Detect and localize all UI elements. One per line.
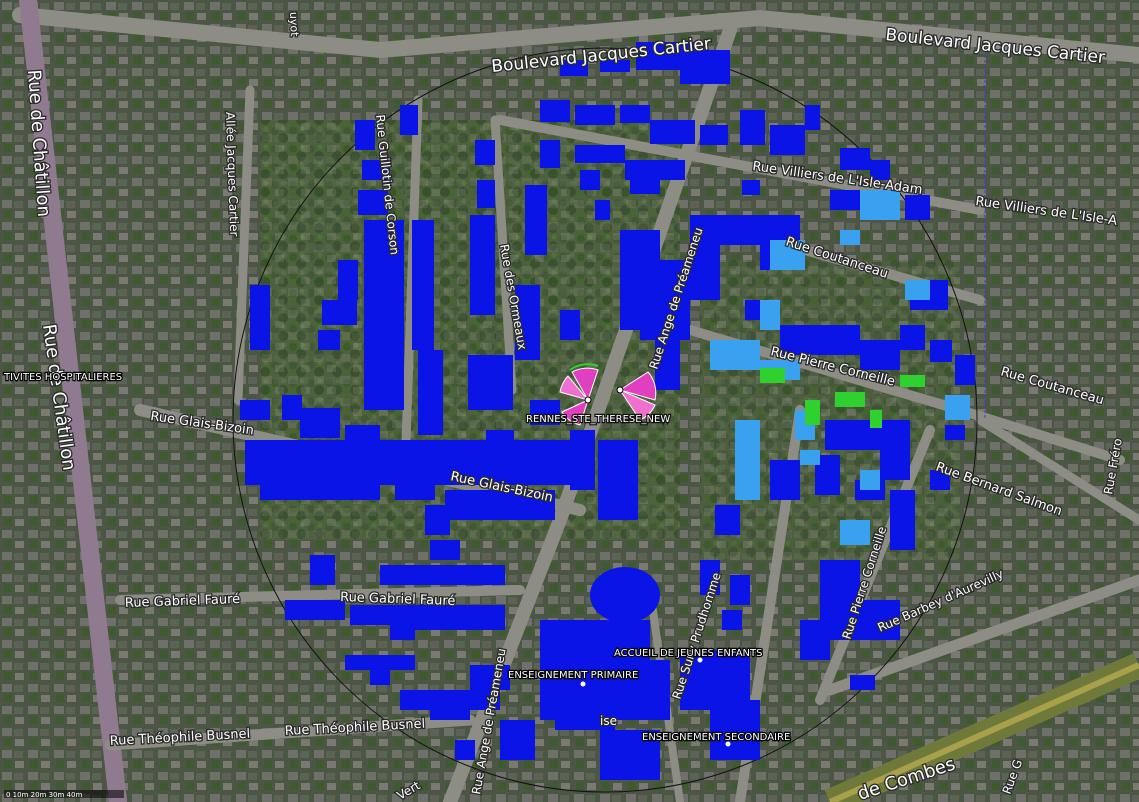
tram-line-center — [828, 662, 1139, 802]
poi-marker — [725, 741, 731, 747]
poi-label: ENSEIGNEMENT PRIMAIRE — [508, 670, 638, 681]
street-label: Rue Gabriel Fauré — [125, 592, 241, 611]
street-label: Allée Jacques Cartier — [223, 112, 241, 237]
antenna-site — [559, 363, 657, 426]
coverage-weak — [760, 368, 925, 428]
poi-labels: TIVITES HOSPITALIERES ACCUEIL DE JEUNES … — [2, 371, 791, 747]
coverage-radius — [232, 47, 978, 793]
poi-marker — [697, 657, 703, 663]
street-label: uyot — [287, 12, 301, 38]
poi-label: TIVITES HOSPITALIERES — [3, 372, 122, 383]
poi-label: ENSEIGNEMENT SECONDAIRE — [642, 732, 790, 743]
coverage-medium — [710, 190, 970, 545]
street-label: Rue Gabriel Fauré — [340, 590, 456, 609]
poi-label: ACCUEIL DE JEUNES ENFANTS — [614, 648, 763, 659]
scale-bar: 0 10m 20m 30m 40m — [4, 790, 124, 799]
scale-label: 0 10m 20m 30m 40m — [6, 791, 82, 799]
street-label: ise — [600, 714, 617, 728]
site-label: RENNES_STE_THERESE_NEW — [526, 414, 670, 425]
poi-marker — [580, 681, 586, 687]
coverage-strong — [240, 42, 975, 780]
